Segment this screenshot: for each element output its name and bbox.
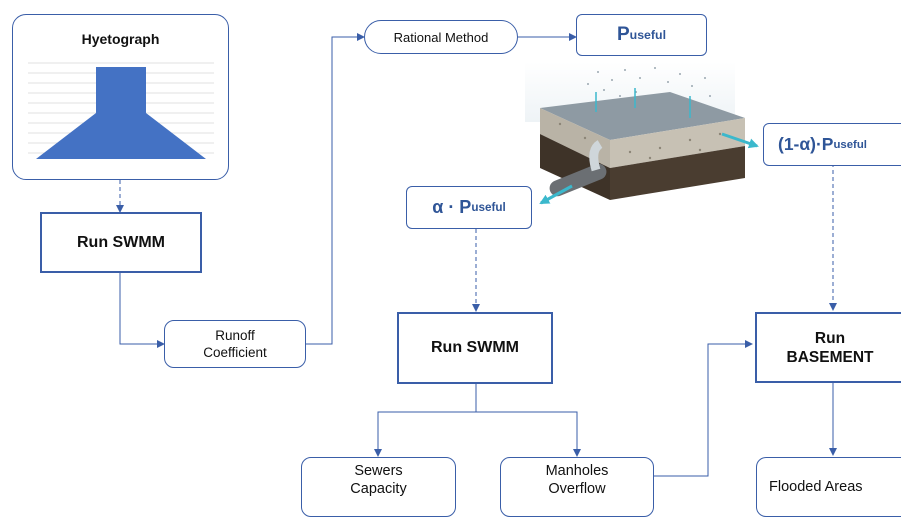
run-swmm-box-1: Run SWMM [40,212,202,273]
flow-arrow-one-minus-alpha [721,132,759,149]
runoff-coefficient-line1: Runoff [215,328,255,343]
hyetograph-title: Hyetograph [81,31,160,47]
hyetograph-box: Hyetograph [12,14,229,180]
flow-arrow-alpha [539,184,573,205]
run-basement-line2: BASEMENT [786,348,874,366]
run-basement-line1: Run [814,329,846,347]
p-useful-base: P [616,24,630,45]
run-swmm-box-2: Run SWMM [397,312,553,384]
runoff-coefficient-line2: Coefficient [203,345,267,360]
sewers-capacity-line2: Capacity [350,481,407,497]
connector-runoff-to-rational [306,33,365,345]
manholes-overflow-line1: Manholes [545,463,609,479]
rational-method-box: Rational Method [364,20,518,54]
connector-run-swmm-to-runoff [119,273,165,348]
alpha-p-useful-prefix: α · P [432,197,472,217]
permeable-pavement-illustration [525,62,759,205]
sewers-capacity-box: Sewers Capacity [301,457,456,517]
manholes-overflow-box: Manholes Overflow [500,457,654,517]
connector-manholes-to-basement [654,340,753,477]
one-minus-alpha-prefix: (1-α)·P [778,134,834,154]
connector-run-swmm-2-split [377,384,578,455]
run-basement-box: Run BASEMENT [755,312,901,383]
connectors-layer [116,33,837,477]
runoff-coefficient-box: Runoff Coefficient [164,320,306,368]
manholes-overflow-line2: Overflow [548,481,606,497]
flooded-areas-box: Flooded Areas [756,457,901,517]
sewers-capacity-line1: Sewers [354,463,403,479]
hyetograph-chart [27,62,214,159]
